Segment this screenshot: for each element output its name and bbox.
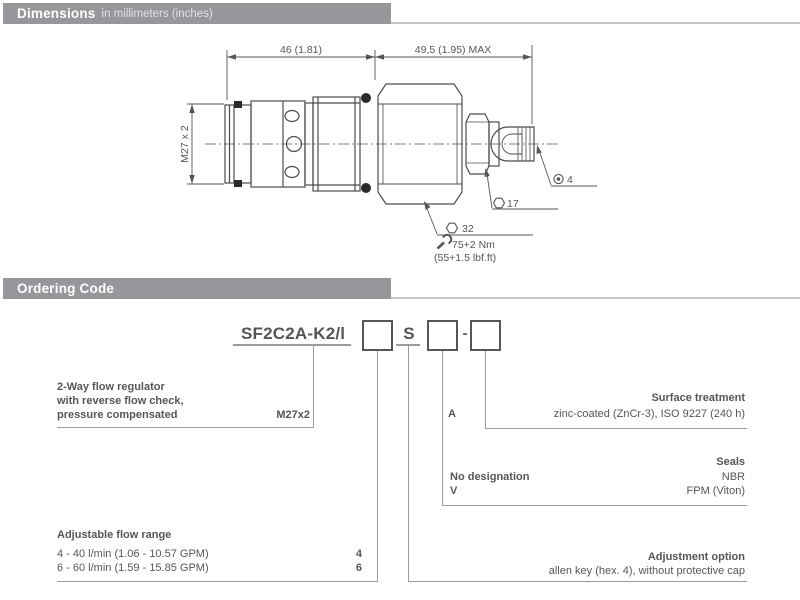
valve-dimension-drawing: 46 (1.81) 49,5 (1.95) MAX M27 x 2 32 75+…: [179, 44, 597, 264]
surface-code-box: [470, 320, 501, 351]
flow-row1-label: 4 - 40 l/min (1.06 - 10.57 GPM): [57, 548, 209, 560]
surface-option-a-desc: zinc-coated (ZnCr-3), ISO 9227 (240 h): [553, 408, 745, 420]
flow-row2-value: 6: [355, 562, 362, 574]
hex17-callout: 17: [484, 168, 558, 210]
dimensions-subtitle: in millimeters (inches): [101, 7, 213, 20]
flow-title: Adjustable flow range: [57, 529, 172, 541]
dim-49-label: 49,5 (1.95) MAX: [415, 44, 491, 56]
dimensions-bar-rule: [391, 22, 800, 24]
seals-v-label: V: [450, 485, 458, 497]
cartridge-hex: [304, 96, 361, 192]
rule-model: [57, 427, 314, 428]
housing-hex32: [377, 83, 463, 205]
adjust-screw: [488, 121, 535, 167]
rule-adjustment: [408, 581, 747, 582]
surface-block: Surface treatment A zinc-coated (ZnCr-3)…: [448, 391, 745, 421]
surface-option-a: A: [448, 408, 456, 420]
connector-seals: [442, 351, 443, 505]
socket-icon: [553, 173, 564, 185]
rule-flow: [57, 581, 378, 582]
hex-32-icon: [445, 222, 459, 234]
allen-callout: 4: [536, 145, 597, 187]
connector-surface: [485, 351, 486, 428]
flow-code-box: [362, 320, 393, 351]
hex-17-icon: [492, 197, 506, 209]
code-dash: -: [462, 325, 468, 342]
flow-block: Adjustable flow range 4 - 40 l/min (1.06…: [57, 528, 362, 575]
allen-value: 4: [567, 174, 573, 186]
model-line-1: 2-Way flow regulator: [57, 381, 165, 393]
adjustment-block: Adjustment option allen key (hex. 4), wi…: [407, 550, 745, 578]
dimensions-title: Dimensions: [17, 6, 96, 21]
rule-seals: [442, 505, 747, 506]
ordering-diagram: SF2C2A-K2/l S - 2-Way flow regulator wit…: [0, 300, 800, 600]
ordering-code: SF2C2A-K2/l: [241, 324, 346, 343]
model-block: 2-Way flow regulator with reverse flow c…: [57, 380, 310, 422]
model-line-3: pressure compensated: [57, 409, 178, 421]
oring-bottom: [361, 183, 371, 193]
hex32-value: 32: [462, 223, 474, 235]
rule-surface: [485, 428, 747, 429]
dim-46-label: 46 (1.81): [280, 44, 322, 56]
model-thread-value: M27x2: [276, 409, 310, 421]
hex32-callout: 32: [424, 201, 533, 236]
connector-adjustment: [408, 346, 409, 581]
hex17-value: 17: [507, 198, 519, 210]
connector-flow: [377, 351, 378, 581]
dimension-lines: [187, 45, 533, 185]
seals-title: Seals: [716, 456, 745, 468]
surface-title: Surface treatment: [651, 392, 745, 404]
adjustment-title: Adjustment option: [647, 551, 745, 563]
torque-lbf: (55+1.5 lbf.ft): [434, 252, 496, 264]
seals-v-value: FPM (Viton): [686, 485, 745, 497]
seals-nodesig-label: No designation: [450, 471, 530, 483]
code-s: S: [403, 324, 415, 343]
ordering-title: Ordering Code: [17, 281, 115, 296]
model-line-2: with reverse flow check,: [57, 395, 184, 407]
dimension-arrows: [189, 54, 532, 184]
connector-model: [313, 346, 314, 427]
flow-row2-label: 6 - 60 l/min (1.59 - 15.85 GPM): [57, 562, 209, 574]
wrench-icon: [436, 233, 453, 250]
code-underline: [233, 344, 351, 346]
ordering-header-bar: Ordering Code: [3, 278, 391, 299]
dimensions-header-bar: Dimensions in millimeters (inches): [3, 3, 391, 24]
oring-top: [361, 93, 371, 103]
s-underline: [396, 344, 420, 346]
torque-nm: 75+2 Nm: [452, 239, 495, 251]
adjustment-desc: allen key (hex. 4), without protective c…: [548, 565, 745, 577]
seals-code-box: [427, 320, 458, 351]
flow-row1-value: 4: [355, 548, 362, 560]
torque-note: 75+2 Nm (55+1.5 lbf.ft): [434, 233, 496, 264]
thread-label: M27 x 2: [179, 125, 191, 163]
ordering-bar-rule: [391, 297, 800, 299]
seals-nodesig-value: NBR: [721, 471, 745, 483]
seals-block: Seals No designation NBR V FPM (Viton): [450, 455, 745, 498]
cartridge-body: [250, 100, 306, 188]
